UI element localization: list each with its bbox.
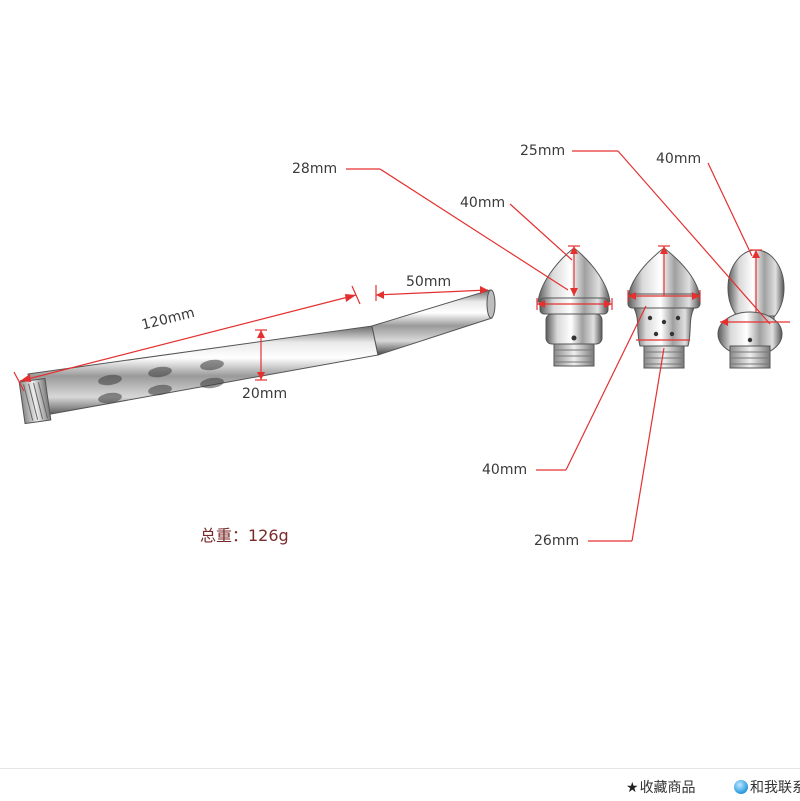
dimension-arrowheads [20,246,760,382]
star-icon: ★ [626,780,639,796]
tube-body [18,289,496,425]
dimension-lines [13,150,790,542]
tip-1 [537,247,611,367]
dimension-head3-width: 40mm [656,151,702,167]
favorite-label: 收藏商品 [639,780,696,796]
dimension-head1-width: 40mm [460,195,506,211]
favorite-button[interactable]: ★收藏商品 [626,777,696,797]
dimension-head1-length: 28mm [292,161,338,177]
tube-thread [18,377,52,425]
dimension-head2-width: 40mm [482,462,528,478]
chat-bubble-icon [734,780,748,794]
tube-grip-slots [98,359,224,404]
total-weight: 总重：126g [200,526,289,545]
dimension-tube-bend: 50mm [406,274,452,290]
tip-3 [717,249,785,369]
contact-label: 和我联系 [750,780,800,796]
shop-footer-bar: ★收藏商品 和我联系 [0,768,800,801]
dimension-head2-neck: 26mm [534,533,580,549]
dimension-tube-diameter: 20mm [242,386,288,402]
contact-button[interactable]: 和我联系 [734,777,800,797]
dimension-head2-length: 25mm [520,143,566,159]
